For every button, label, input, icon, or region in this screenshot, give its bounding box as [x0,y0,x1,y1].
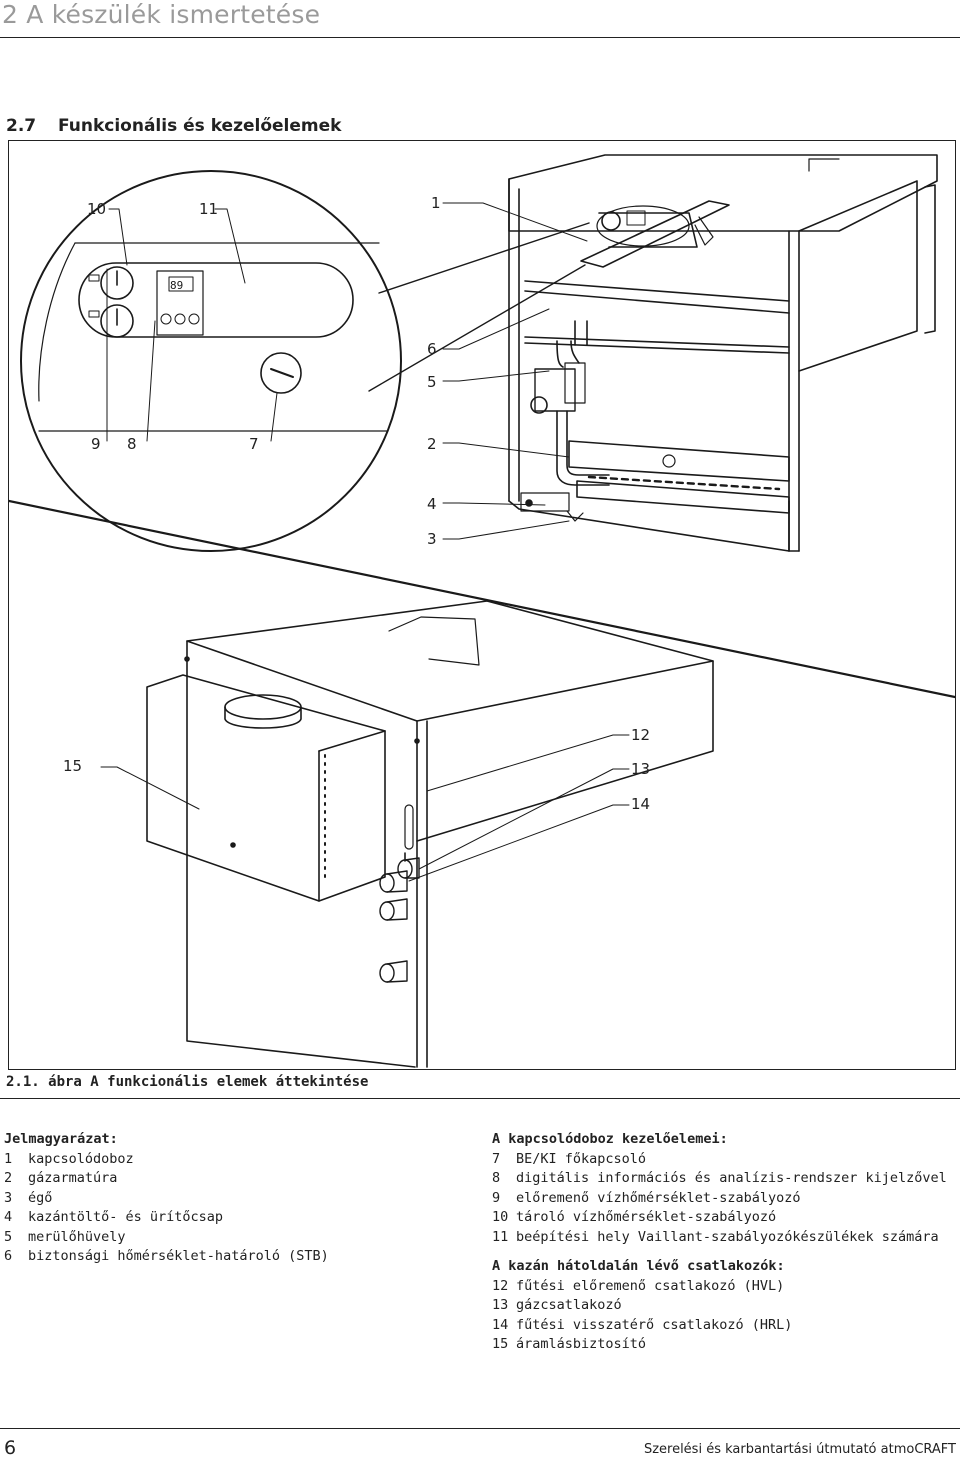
circle-callout-leaders [106,202,588,540]
control-panel-detail: 89 [20,170,402,552]
header-rule [0,37,960,38]
callout-1: 1 [431,194,441,212]
legend-heading-controls: A kapcsolódoboz kezelőelemei: [492,1131,728,1147]
caption-rule [0,1098,960,1099]
callout-3: 3 [427,530,437,548]
footer-text: Szerelési és karbantartási útmutató atmo… [643,1442,956,1457]
legend-heading-connections: A kazán hátoldalán lévő csatlakozók: [492,1258,785,1274]
section-heading: 2.7 Funkcionális és kezelőelemek [6,116,341,136]
boiler-rear-view [146,600,714,1068]
boiler-front-view [508,154,938,552]
callout-11: 11 [199,200,219,218]
section-title: Funkcionális és kezelőelemek [58,116,342,136]
chapter-title: 2 A készülék ismertetése [2,0,321,29]
callout-13: 13 [631,760,651,778]
callout-14: 14 [631,795,651,813]
callout-10: 10 [87,200,107,218]
callout-5: 5 [427,373,437,391]
callout-15: 15 [63,757,83,775]
callout-9: 9 [91,435,101,453]
figure-caption: 2.1. ábra A funkcionális elemek áttekint… [6,1074,369,1090]
footer-rule [0,1428,960,1429]
callout-4: 4 [427,495,437,513]
rear-callout-leaders [100,734,630,882]
panel-display-text: 89 [170,279,183,292]
callout-8: 8 [127,435,137,453]
figure-frame: 89 [8,140,956,1070]
legend-heading: Jelmagyarázat: [4,1131,118,1147]
callout-12: 12 [631,726,651,744]
callout-7: 7 [249,435,259,453]
callout-2: 2 [427,435,437,453]
page-number: 6 [4,1437,17,1459]
boiler-illustration: 89 [9,154,955,1068]
section-number: 2.7 [6,116,37,136]
callout-6: 6 [427,340,437,358]
